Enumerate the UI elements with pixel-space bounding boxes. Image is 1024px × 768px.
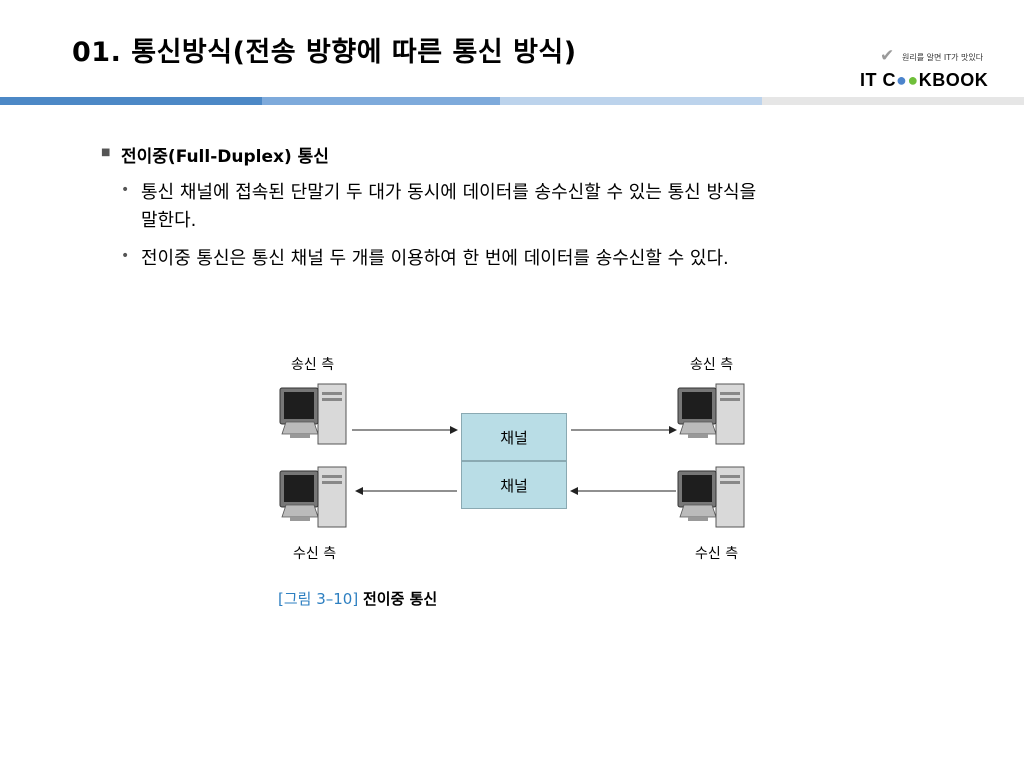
checkmark-icon: ✔ bbox=[880, 46, 895, 66]
slide-title: 01. 통신방식(전송 방향에 따른 통신 방식) bbox=[72, 37, 577, 68]
logo-brand: IT C●●KBOOK bbox=[860, 70, 988, 91]
bullet-1-line-1: 통신 채널에 접속된 단말기 두 대가 동시에 데이터를 송수신할 수 있는 통… bbox=[141, 182, 757, 203]
sender-label-left: 송신 측 bbox=[291, 357, 335, 373]
it-cookbook-logo: ✔ 원리를 알면 IT가 맛있다 IT C●●KBOOK bbox=[858, 46, 998, 92]
receiver-label-left: 수신 측 bbox=[293, 546, 337, 562]
bullet-2: 전이중 통신은 통신 채널 두 개를 이용하여 한 번에 데이터를 송수신할 수… bbox=[141, 248, 729, 269]
bullet-dot-icon: • bbox=[121, 182, 130, 198]
channel-box-top: 채널 bbox=[461, 413, 567, 461]
header-divider-segment-3 bbox=[500, 97, 762, 105]
computer-icon bbox=[677, 383, 745, 445]
header-divider-segment-2 bbox=[262, 97, 500, 105]
computer-icon bbox=[279, 383, 347, 445]
square-bullet-icon: ■ bbox=[101, 147, 111, 158]
computer-icon bbox=[279, 466, 347, 528]
bullet-dot-icon: • bbox=[121, 248, 130, 264]
section-heading: 전이중(Full-Duplex) 통신 bbox=[121, 147, 329, 167]
sender-label-right: 송신 측 bbox=[690, 357, 734, 373]
figure-title: 전이중 통신 bbox=[362, 590, 438, 608]
receiver-label-right: 수신 측 bbox=[695, 546, 739, 562]
logo-o-green: ● bbox=[907, 70, 919, 90]
logo-o-blue: ● bbox=[896, 70, 908, 90]
figure-number: [그림 3–10] bbox=[278, 590, 359, 608]
logo-brand-prefix: IT C bbox=[860, 70, 896, 90]
logo-tagline: 원리를 알면 IT가 맛있다 bbox=[902, 53, 984, 62]
header-divider-segment-1 bbox=[0, 97, 262, 105]
bullet-1-line-2: 말한다. bbox=[141, 210, 197, 231]
computer-icon bbox=[677, 466, 745, 528]
channel-box-bottom: 채널 bbox=[461, 461, 567, 509]
figure-caption: [그림 3–10] 전이중 통신 bbox=[278, 588, 437, 609]
logo-brand-suffix: KBOOK bbox=[918, 70, 989, 90]
header-divider-segment-4 bbox=[762, 97, 1024, 105]
